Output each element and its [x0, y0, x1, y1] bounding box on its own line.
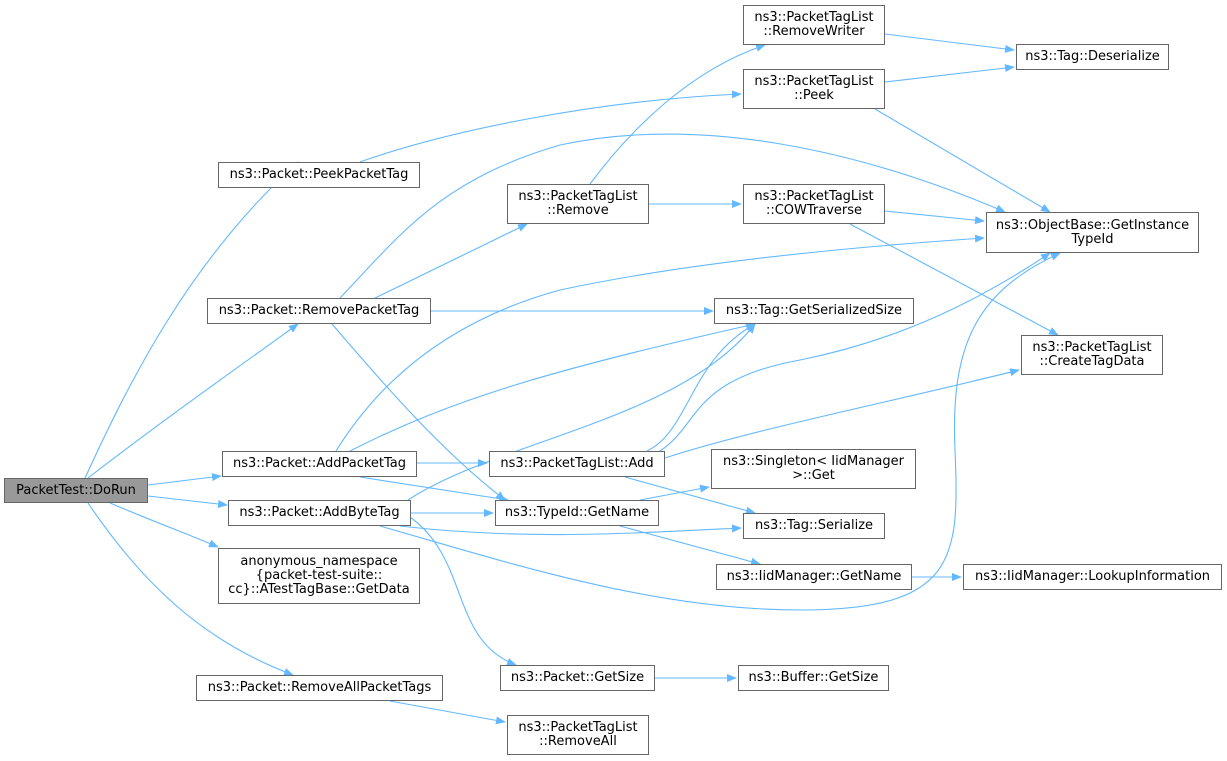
node-packet-addbytetag[interactable]: ns3::Packet::AddByteTag: [228, 500, 411, 526]
edge-add-byte-tag-to-packet-get-size: [409, 516, 517, 666]
edge-typeid-get-name-to-singleton-get: [639, 484, 710, 501]
edge-remove-writer-to-tag-deserialize: [884, 33, 1015, 53]
edge-add-packet-tag-to-get-instance-typeid: [335, 234, 985, 452]
edge-ptl-add-to-get-instance-typeid: [659, 252, 1051, 452]
edge-ptl-add-to-create-tag-data: [664, 368, 1020, 459]
node-packettaglist-add[interactable]: ns3::PacketTagList::Add: [489, 451, 665, 477]
edge-ptl-peek-to-get-instance-typeid: [874, 108, 1051, 213]
edge-ptl-peek-to-tag-deserialize: [884, 64, 1015, 83]
node-tag-serialize[interactable]: ns3::Tag::Serialize: [743, 513, 885, 539]
edge-add-packet-tag-to-typeid-get-name: [359, 476, 509, 503]
edge-remove-packet-tag-to-ptl-remove: [374, 223, 528, 299]
edge-ptl-add-to-get-serialized-size: [646, 323, 756, 452]
node-atesttagbase-getdata[interactable]: anonymous_namespace {packet-test-suite::…: [218, 548, 420, 604]
edge-ptl-remove-to-remove-writer: [589, 44, 766, 185]
node-packettaglist-remove[interactable]: ns3::PacketTagList ::Remove: [507, 184, 649, 224]
node-iidmanager-lookupinformation[interactable]: ns3::IidManager::LookupInformation: [963, 564, 1222, 590]
edge-root-to-peek-packet-tag: [84, 161, 299, 479]
edge-add-byte-tag-to-get-instance-typeid: [379, 252, 1061, 611]
node-packet-peekpackettag[interactable]: ns3::Packet::PeekPacketTag: [218, 162, 420, 188]
node-packettaglist-peek[interactable]: ns3::PacketTagList ::Peek: [743, 69, 885, 109]
node-packet-removepackettag[interactable]: ns3::Packet::RemovePacketTag: [207, 298, 431, 324]
edge-root-to-add-packet-tag: [147, 473, 222, 486]
edge-peek-packet-tag-to-ptl-peek: [359, 90, 742, 163]
node-tag-deserialize[interactable]: ns3::Tag::Deserialize: [1016, 44, 1169, 70]
edge-add-packet-tag-to-get-serialized-size: [349, 322, 756, 452]
edge-root-to-add-byte-tag: [147, 495, 228, 508]
edge-remove-packet-tag-to-get-instance-typeid: [339, 133, 1006, 299]
node-packettest-dorun: PacketTest::DoRun: [4, 478, 148, 503]
edge-root-to-remove-all-packet-tags: [87, 502, 294, 676]
node-packettaglist-removeall[interactable]: ns3::PacketTagList ::RemoveAll: [507, 715, 649, 755]
node-packettaglist-cowtraverse[interactable]: ns3::PacketTagList ::COWTraverse: [743, 184, 885, 224]
node-tag-getserializedsize[interactable]: ns3::Tag::GetSerializedSize: [714, 298, 914, 324]
call-edges: [84, 33, 1061, 725]
edge-root-to-get-data: [109, 502, 219, 548]
edge-cow-traverse-to-get-instance-typeid: [884, 210, 985, 225]
node-typeid-getname[interactable]: ns3::TypeId::GetName: [495, 500, 659, 526]
edge-ptl-add-to-tag-serialize: [624, 476, 756, 515]
node-objectbase-getinstancetypeid[interactable]: ns3::ObjectBase::GetInstance TypeId: [986, 212, 1199, 253]
node-iidmanager-getname[interactable]: ns3::IidManager::GetName: [716, 564, 912, 590]
node-packet-removeallpackettags[interactable]: ns3::Packet::RemoveAllPacketTags: [196, 675, 443, 701]
edge-remove-all-packet-tags-to-ptl-remove-all: [389, 700, 506, 725]
node-packettaglist-createtagdata[interactable]: ns3::PacketTagList ::CreateTagData: [1021, 335, 1163, 375]
edge-add-byte-tag-to-get-serialized-size: [407, 323, 756, 501]
node-buffer-getsize[interactable]: ns3::Buffer::GetSize: [738, 665, 889, 691]
node-packet-getsize[interactable]: ns3::Packet::GetSize: [500, 665, 655, 691]
node-packet-addpackettag[interactable]: ns3::Packet::AddPacketTag: [222, 451, 417, 477]
edge-remove-packet-tag-to-typeid-get-name: [331, 323, 506, 501]
edge-typeid-get-name-to-iid-get-name: [619, 525, 761, 566]
edge-cow-traverse-to-create-tag-data: [849, 223, 1059, 336]
edge-root-to-remove-packet-tag: [87, 323, 299, 479]
edge-add-byte-tag-to-tag-serialize: [399, 524, 742, 536]
node-singleton-get[interactable]: ns3::Singleton< IidManager >::Get: [711, 449, 916, 489]
node-packettaglist-removewriter[interactable]: ns3::PacketTagList ::RemoveWriter: [743, 5, 885, 45]
